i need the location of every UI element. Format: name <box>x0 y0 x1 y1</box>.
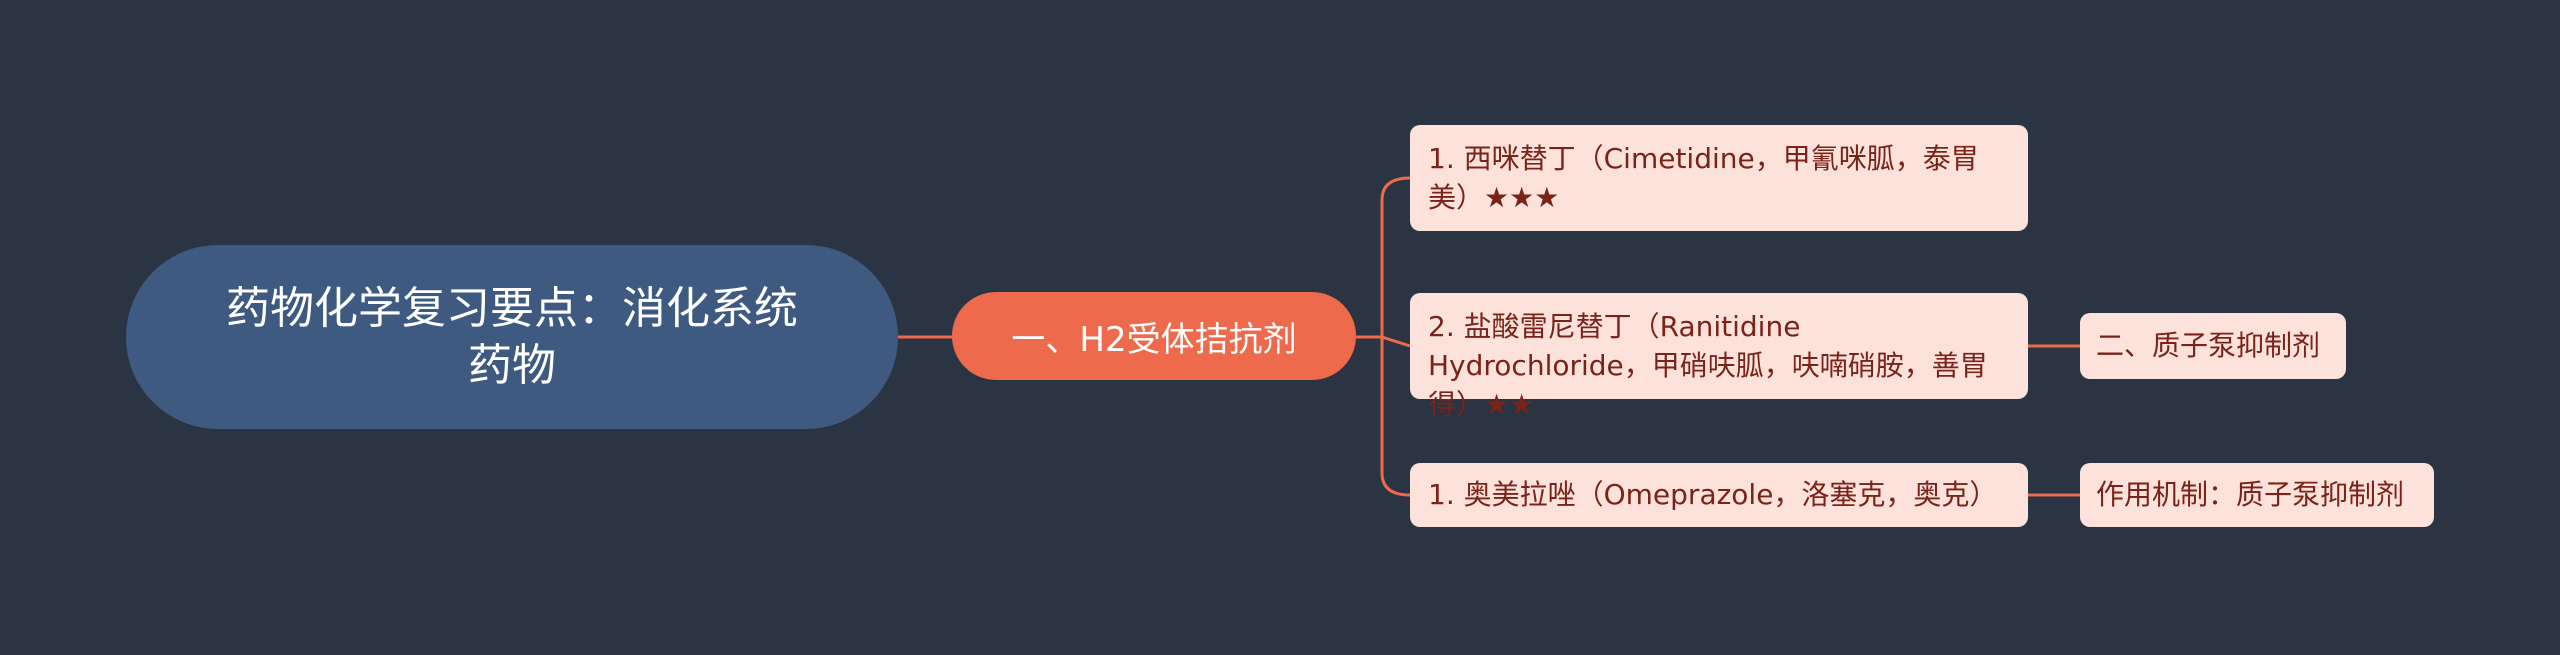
leaf-label: 二、质子泵抑制剂 <box>2096 329 2321 363</box>
leaf-label: 1. 奥美拉唑（Omeprazole，洛塞克，奥克） <box>1428 478 1998 512</box>
root-label: 药物化学复习要点：消化系统药物 <box>226 282 798 391</box>
connector-trunk-leaf-2 <box>1381 335 1411 348</box>
leaf-node-omeprazole[interactable]: 1. 奥美拉唑（Omeprazole，洛塞克，奥克） <box>1410 463 2028 527</box>
connector-trunk-leaf-3 <box>1380 337 1411 497</box>
branch-node-h2-antagonists[interactable]: 一、H2受体拮抗剂 <box>952 292 1356 380</box>
leaf-node-ranitidine[interactable]: 2. 盐酸雷尼替丁（Ranitidine Hydrochloride，甲硝呋胍，… <box>1410 293 2028 421</box>
leaf-node-proton-pump-inhibitors[interactable]: 二、质子泵抑制剂 <box>2080 313 2346 379</box>
leaf-label: 1. 西咪替丁（Cimetidine，甲氰咪胍，泰胃美）★★★ <box>1428 142 1979 215</box>
leaf-label: 2. 盐酸雷尼替丁（Ranitidine Hydrochloride，甲硝呋胍，… <box>1428 310 1988 422</box>
leaf-node-mechanism[interactable]: 作用机制：质子泵抑制剂 <box>2080 463 2434 527</box>
leaf-label: 作用机制：质子泵抑制剂 <box>2096 478 2405 512</box>
connector-trunk-leaf-1 <box>1380 176 1411 337</box>
branch-label: 一、H2受体拮抗剂 <box>1011 319 1297 360</box>
leaf-node-cimetidine[interactable]: 1. 西咪替丁（Cimetidine，甲氰咪胍，泰胃美）★★★ <box>1410 125 2028 231</box>
root-node[interactable]: 药物化学复习要点：消化系统药物 <box>126 245 898 429</box>
